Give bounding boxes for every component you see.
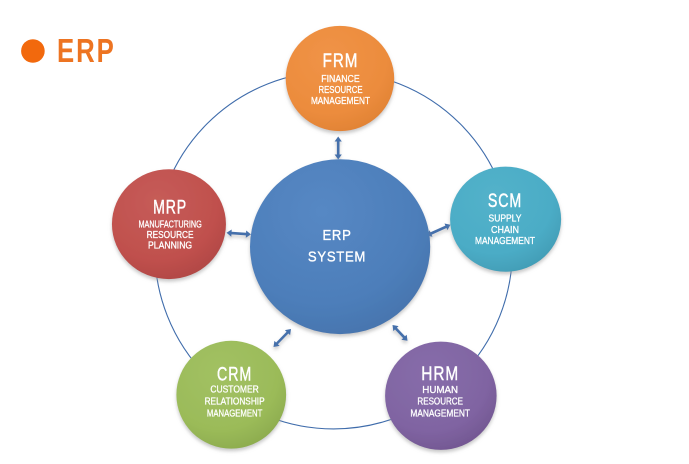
svg-text:SYSTEM: SYSTEM [308, 248, 366, 265]
svg-text:CHAIN: CHAIN [491, 225, 519, 236]
svg-text:MANAGEMENT: MANAGEMENT [207, 408, 262, 419]
svg-text:PLANNING: PLANNING [148, 240, 192, 251]
svg-text:HRM: HRM [421, 362, 459, 384]
svg-text:HUMAN: HUMAN [422, 385, 458, 396]
svg-text:MANAGEMENT: MANAGEMENT [410, 408, 470, 419]
svg-text:RESOURCE: RESOURCE [147, 230, 194, 241]
svg-text:MANUFACTURING: MANUFACTURING [138, 219, 201, 230]
svg-text:ERP: ERP [322, 226, 351, 243]
svg-text:SUPPLY: SUPPLY [489, 214, 522, 225]
svg-text:MANAGEMENT: MANAGEMENT [311, 96, 370, 107]
svg-text:MRP: MRP [153, 196, 187, 218]
svg-text:CUSTOMER: CUSTOMER [210, 385, 258, 396]
svg-text:MANAGEMENT: MANAGEMENT [475, 236, 535, 247]
svg-text:ERP: ERP [57, 33, 116, 70]
svg-text:RESOURCE: RESOURCE [417, 397, 463, 408]
svg-text:RESOURCE: RESOURCE [319, 85, 363, 96]
svg-text:FINANCE: FINANCE [321, 74, 360, 85]
svg-text:FRM: FRM [323, 49, 359, 71]
svg-text:SCM: SCM [488, 190, 522, 212]
svg-text:RELATIONSHIP: RELATIONSHIP [205, 397, 265, 408]
svg-text:CRM: CRM [217, 364, 252, 386]
